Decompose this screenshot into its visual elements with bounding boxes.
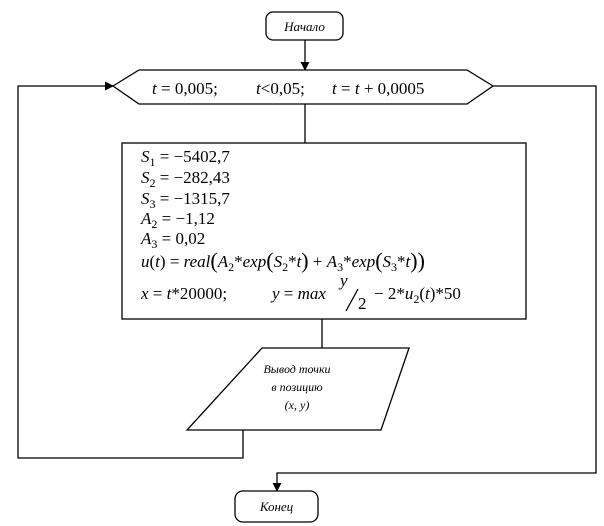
end-label: Конец bbox=[259, 499, 294, 514]
a2-line: A2 = −1,12 bbox=[140, 209, 215, 231]
loop-cond-value: 0,05; bbox=[270, 79, 304, 98]
y-formula-right: − 2*u2(t)*50 bbox=[374, 284, 461, 306]
s2-line: S2 = −282,43 bbox=[141, 168, 230, 190]
connector-loop-exit bbox=[272, 85, 597, 492]
start-terminator: Начало bbox=[265, 11, 344, 41]
y-fraction-numerator: y bbox=[338, 271, 348, 290]
output-line-2: в позицию bbox=[271, 380, 323, 394]
loop-step-value: 0,0005 bbox=[378, 79, 425, 98]
connector-loop-back bbox=[17, 81, 244, 459]
end-terminator: Конец bbox=[234, 490, 319, 523]
loop-block: t = 0,005; t<0,05; t = t + 0,0005 bbox=[111, 69, 495, 105]
s3-line: S3 = −1315,7 bbox=[141, 189, 230, 211]
fraction-slash bbox=[345, 288, 359, 312]
process-block: S1 = −5402,7 S2 = −282,43 S3 = −1315,7 A… bbox=[121, 142, 527, 320]
start-label: Начало bbox=[283, 19, 325, 34]
output-line-3: (x, y) bbox=[285, 398, 310, 412]
u-formula-line: u(t) = real(A2*exp(S2*t) + A3*exp(S3*t)) bbox=[141, 248, 425, 274]
y-formula-left: y = max bbox=[270, 284, 326, 303]
s1-line: S1 = −5402,7 bbox=[141, 147, 230, 169]
y-fraction-denominator: 2 bbox=[358, 294, 367, 313]
output-line-1: Вывод точки bbox=[263, 362, 330, 376]
loop-init-value: 0,005; bbox=[175, 79, 218, 98]
loop-header-text: t = 0,005; t<0,05; t = t + 0,0005 bbox=[152, 79, 424, 98]
xy-formula-line: x = t*20000; bbox=[140, 284, 227, 303]
output-block: Вывод точки в позицию (x, y) bbox=[185, 347, 410, 431]
a3-line: A3 = 0,02 bbox=[140, 229, 205, 251]
